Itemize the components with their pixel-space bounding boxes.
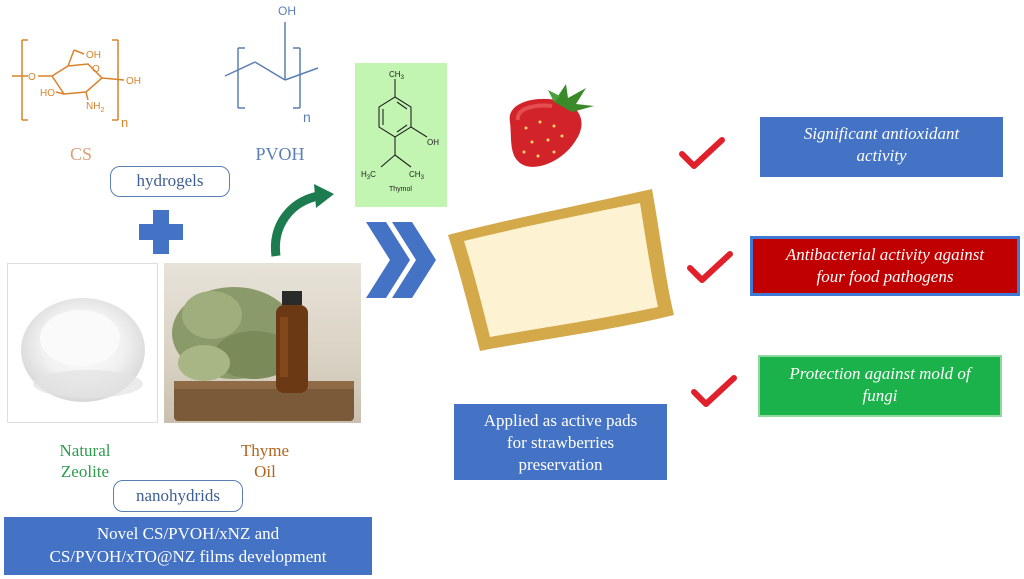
antibacterial-result-box: Antibacterial activity against four food… [750, 236, 1020, 296]
development-box: Novel CS/PVOH/xNZ and CS/PVOH/xTO@NZ fil… [4, 517, 372, 575]
cs-nh2: NH2 [86, 101, 104, 114]
checkmark-icon [679, 137, 725, 169]
checkmark-icon [687, 251, 733, 283]
checkmark-icon [691, 375, 737, 407]
cs-link-o: O [28, 72, 36, 83]
plus-icon [139, 210, 183, 254]
pvoh-structure [224, 22, 319, 109]
antioxidant-result-box: Significant antioxidant activity [760, 117, 1003, 177]
development-line2: CS/PVOH/xTO@NZ films development [49, 547, 327, 566]
mold-line1: Protection against mold of [789, 364, 971, 383]
thymol-structure-box: CH3 OH H3C CH3 Thymol [355, 63, 447, 207]
cs-ring-o: O [92, 64, 100, 75]
pvoh-label: PVOH [255, 144, 305, 164]
antibacterial-line2: four food pathogens [816, 267, 954, 286]
cs-oh-right: OH [126, 76, 141, 87]
zeolite-label-line2: Zeolite [60, 462, 110, 481]
antioxidant-line2: activity [856, 146, 907, 165]
development-line1: Novel CS/PVOH/xNZ and [96, 524, 280, 543]
pad-icon [448, 189, 674, 351]
antibacterial-line1: Antibacterial activity against [785, 245, 985, 264]
zeolite-photo [7, 263, 158, 423]
thymol-structure: CH3 OH H3C CH3 Thymol [361, 70, 439, 193]
double-chevron-icon [366, 222, 436, 298]
thyme-oil-photo [164, 263, 361, 423]
thyme-label-line1: Thyme [240, 441, 290, 460]
cs-label: CS [69, 144, 93, 164]
zeolite-label: Natural Zeolite [40, 440, 130, 482]
thymol-oh: OH [427, 138, 439, 147]
applied-box: Applied as active pads for strawberries … [454, 404, 667, 480]
mold-line2: fungi [862, 386, 898, 405]
thymol-ch3-bottom: CH3 [409, 170, 425, 181]
applied-line3: preservation [518, 455, 603, 474]
thymol-name: Thymol [389, 186, 412, 193]
cs-repeat-n: n [121, 115, 128, 130]
thyme-label-line2: Oil [254, 462, 276, 481]
applied-line2: for strawberries [506, 433, 615, 452]
zeolite-label-line1: Natural [59, 441, 111, 460]
curved-arrow-icon [270, 184, 334, 257]
pvoh-oh: OH [278, 4, 296, 18]
antioxidant-line1: Significant antioxidant [803, 124, 960, 143]
mold-protection-result-box: Protection against mold of fungi [758, 355, 1002, 417]
thymol-h3c: H3C [361, 170, 376, 181]
cs-oh-top: OH [86, 50, 101, 61]
nanohydrids-pill: nanohydrids [113, 480, 243, 512]
strawberry-icon [509, 84, 594, 167]
thyme-oil-label: Thyme Oil [220, 440, 310, 482]
pvoh-repeat-n: n [303, 109, 311, 125]
cs-structure [12, 39, 125, 121]
hydrogels-pill: hydrogels [110, 166, 230, 197]
applied-line1: Applied as active pads [483, 411, 638, 430]
cs-ho-left: HO [40, 88, 55, 99]
thymol-ch3-top: CH3 [389, 70, 405, 81]
